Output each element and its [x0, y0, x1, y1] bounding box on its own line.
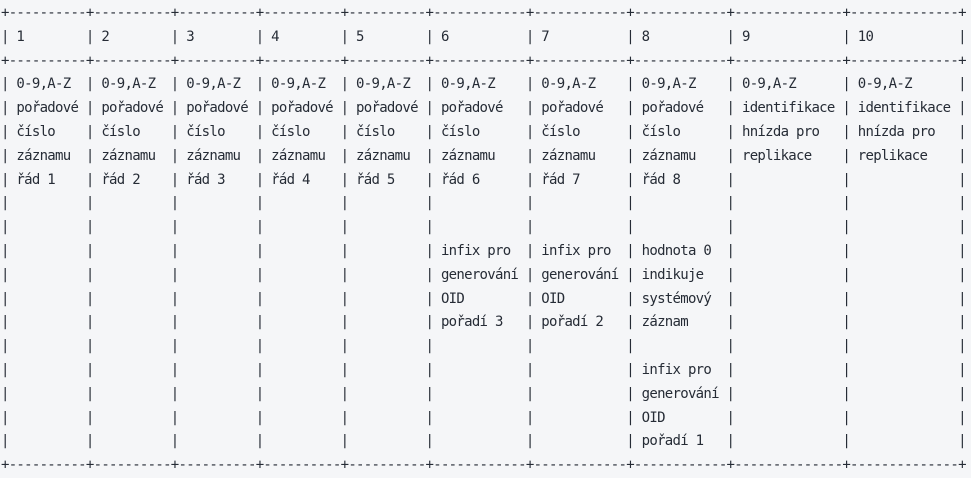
code-block: +----------+----------+----------+------…: [1, 5, 967, 474]
ascii-table: +----------+----------+----------+------…: [1, 5, 967, 474]
